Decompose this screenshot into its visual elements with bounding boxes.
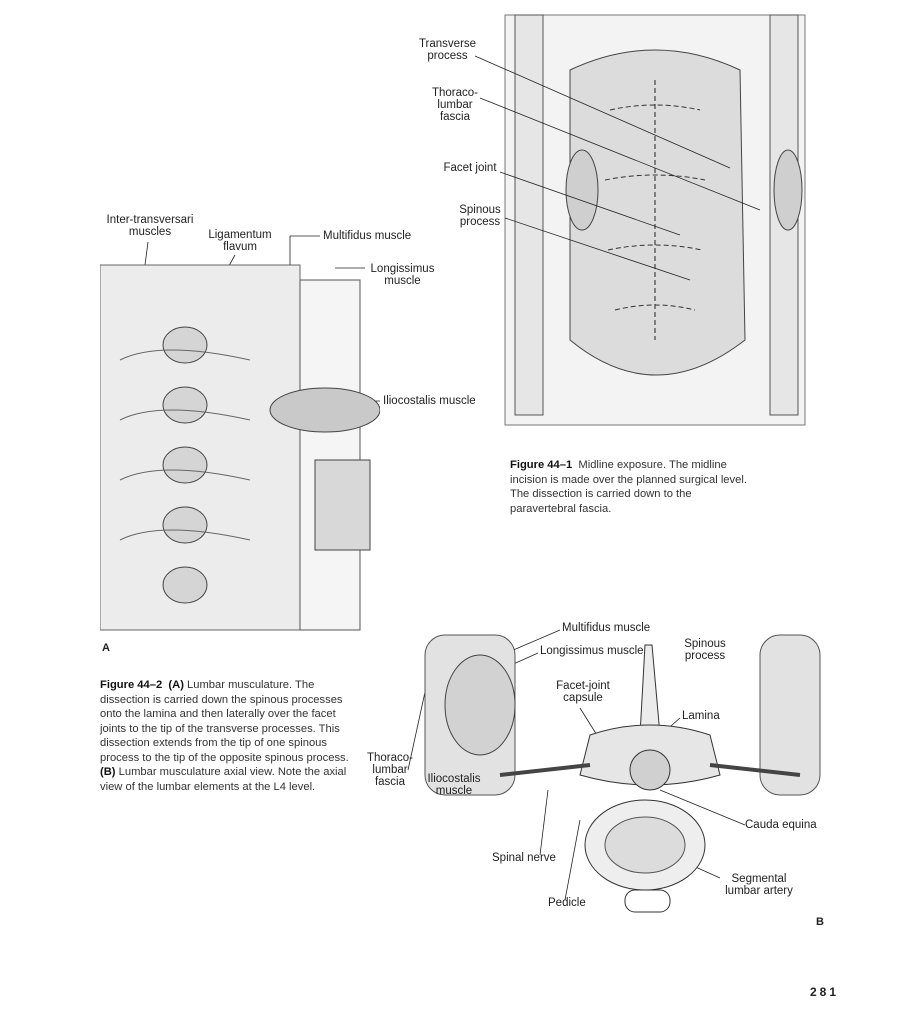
label-facet-joint-capsule: Facet-joint capsule	[556, 680, 610, 704]
caption-a-text: Lumbar musculature. The dissection is ca…	[100, 679, 349, 764]
label-multifidus-muscle: Multifidus muscle	[323, 230, 412, 242]
label-longissimus-muscle: Longissimus muscle	[370, 263, 435, 287]
caption-a-tag: (A)	[168, 679, 184, 691]
label-multifidus-muscle-b: Multifidus muscle	[562, 622, 651, 634]
label-spinous-process-b: Spinous process	[684, 638, 726, 662]
caption-text: Midline exposure. The midline incision i…	[510, 459, 747, 515]
label-facet-joint: Facet joint	[443, 162, 497, 174]
label-segmental-lumbar-artery: Segmental lumbar artery	[725, 873, 793, 897]
label-inter-transversari-muscles: Inter-transversari muscles	[106, 214, 194, 238]
figure-44-2b-illustration	[424, 634, 821, 913]
figure-44-1-caption: Figure 44–1 Midline exposure. The midlin…	[510, 458, 760, 516]
figure-44-2-caption: Figure 44–2 (A) Lumbar musculature. The …	[100, 678, 362, 794]
label-spinous-process: Spinous process	[459, 204, 501, 228]
label-thoracolumbar-fascia-b: Thoraco- lumbar fascia	[366, 752, 414, 788]
label-pedicle: Pedicle	[548, 897, 586, 909]
caption-b-text: Lumbar musculature axial view. Note the …	[100, 766, 347, 793]
caption-b-tag: (B)	[100, 766, 116, 778]
label-thoracolumbar-fascia: Thoraco- lumbar fascia	[431, 87, 479, 123]
figure-44-2a-illustration	[100, 264, 380, 631]
caption-title: Figure 44–1	[510, 459, 573, 471]
label-cauda-equina: Cauda equina	[745, 819, 817, 831]
label-spinal-nerve: Spinal nerve	[492, 852, 556, 864]
figure-letter-b: B	[816, 916, 824, 928]
label-ligamentum-flavum: Ligamentum flavum	[208, 229, 272, 253]
label-iliocostalis-muscle: Iliocostalis muscle	[383, 395, 476, 407]
label-transverse-process: Transverse process	[418, 38, 477, 62]
figure-letter-a: A	[102, 642, 110, 654]
caption-title: Figure 44–2	[100, 679, 163, 691]
figure-44-1-illustration	[504, 14, 806, 426]
page-number: 281	[810, 985, 840, 999]
label-lamina: Lamina	[682, 710, 720, 722]
label-iliocostalis-muscle-b: Iliocostalis muscle	[427, 773, 481, 797]
label-longissimus-muscle-b: Longissimus muscle	[540, 645, 644, 657]
